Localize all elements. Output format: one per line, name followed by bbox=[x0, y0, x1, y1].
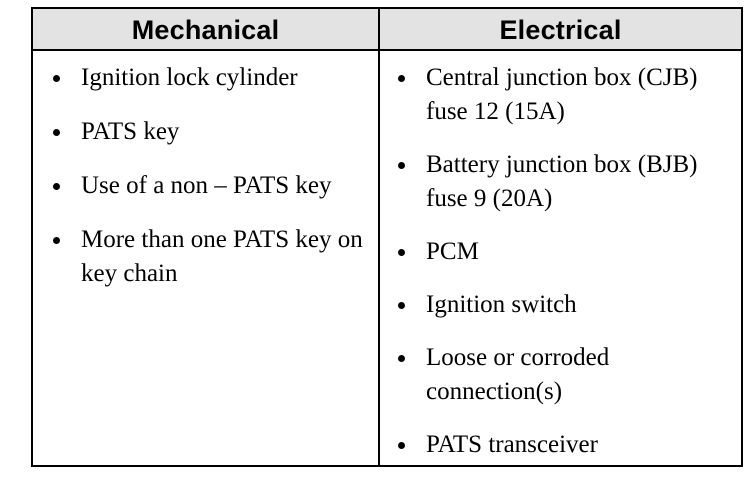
list-item-text: Ignition switch bbox=[426, 291, 577, 318]
bullet-icon bbox=[398, 442, 405, 449]
bullet-icon bbox=[53, 75, 60, 82]
symptom-table: Mechanical Electrical Ignition lock cyli… bbox=[31, 7, 743, 467]
bullet-icon bbox=[398, 249, 405, 256]
list-item-text: Ignition lock cylinder bbox=[81, 64, 298, 91]
bullet-icon bbox=[398, 162, 405, 169]
column-divider bbox=[378, 9, 380, 465]
list-item-text: More than one PATS key on key chain bbox=[81, 226, 363, 287]
list-item: Ignition switch bbox=[396, 288, 736, 322]
bullet-icon bbox=[53, 183, 60, 190]
electrical-list: Central junction box (CJB) fuse 12 (15A)… bbox=[396, 61, 736, 481]
list-item: Battery junction box (BJB) fuse 9 (20A) bbox=[396, 148, 736, 216]
bullet-icon bbox=[53, 237, 60, 244]
list-item: Central junction box (CJB) fuse 12 (15A) bbox=[396, 61, 736, 129]
list-item-text: PATS key bbox=[81, 118, 180, 145]
electrical-column-header: Electrical bbox=[499, 15, 622, 45]
list-item: Loose or corroded connection(s) bbox=[396, 341, 736, 409]
bullet-icon bbox=[398, 355, 405, 362]
list-item-text: Loose or corroded connection(s) bbox=[426, 344, 610, 405]
mechanical-column-header: Mechanical bbox=[131, 15, 280, 45]
list-item-text: Battery junction box (BJB) fuse 9 (20A) bbox=[426, 151, 698, 212]
list-item: PCM bbox=[396, 235, 736, 269]
bullet-icon bbox=[398, 75, 405, 82]
list-item-text: Central junction box (CJB) fuse 12 (15A) bbox=[426, 64, 698, 125]
bullet-icon bbox=[53, 129, 60, 136]
list-item: PATS key bbox=[51, 115, 369, 149]
list-item: Use of a non – PATS key bbox=[51, 169, 369, 203]
list-item-text: Use of a non – PATS key bbox=[81, 172, 332, 199]
bullet-icon bbox=[398, 302, 405, 309]
list-item-text: PCM bbox=[426, 238, 479, 265]
list-item-text: PATS transceiver bbox=[426, 431, 598, 458]
list-item: PATS transceiver bbox=[396, 428, 736, 462]
list-item: Ignition lock cylinder bbox=[51, 61, 369, 95]
mechanical-list: Ignition lock cylinder PATS key Use of a… bbox=[51, 61, 369, 311]
table-header-row: Mechanical Electrical bbox=[33, 9, 741, 51]
list-item: More than one PATS key on key chain bbox=[51, 223, 369, 291]
